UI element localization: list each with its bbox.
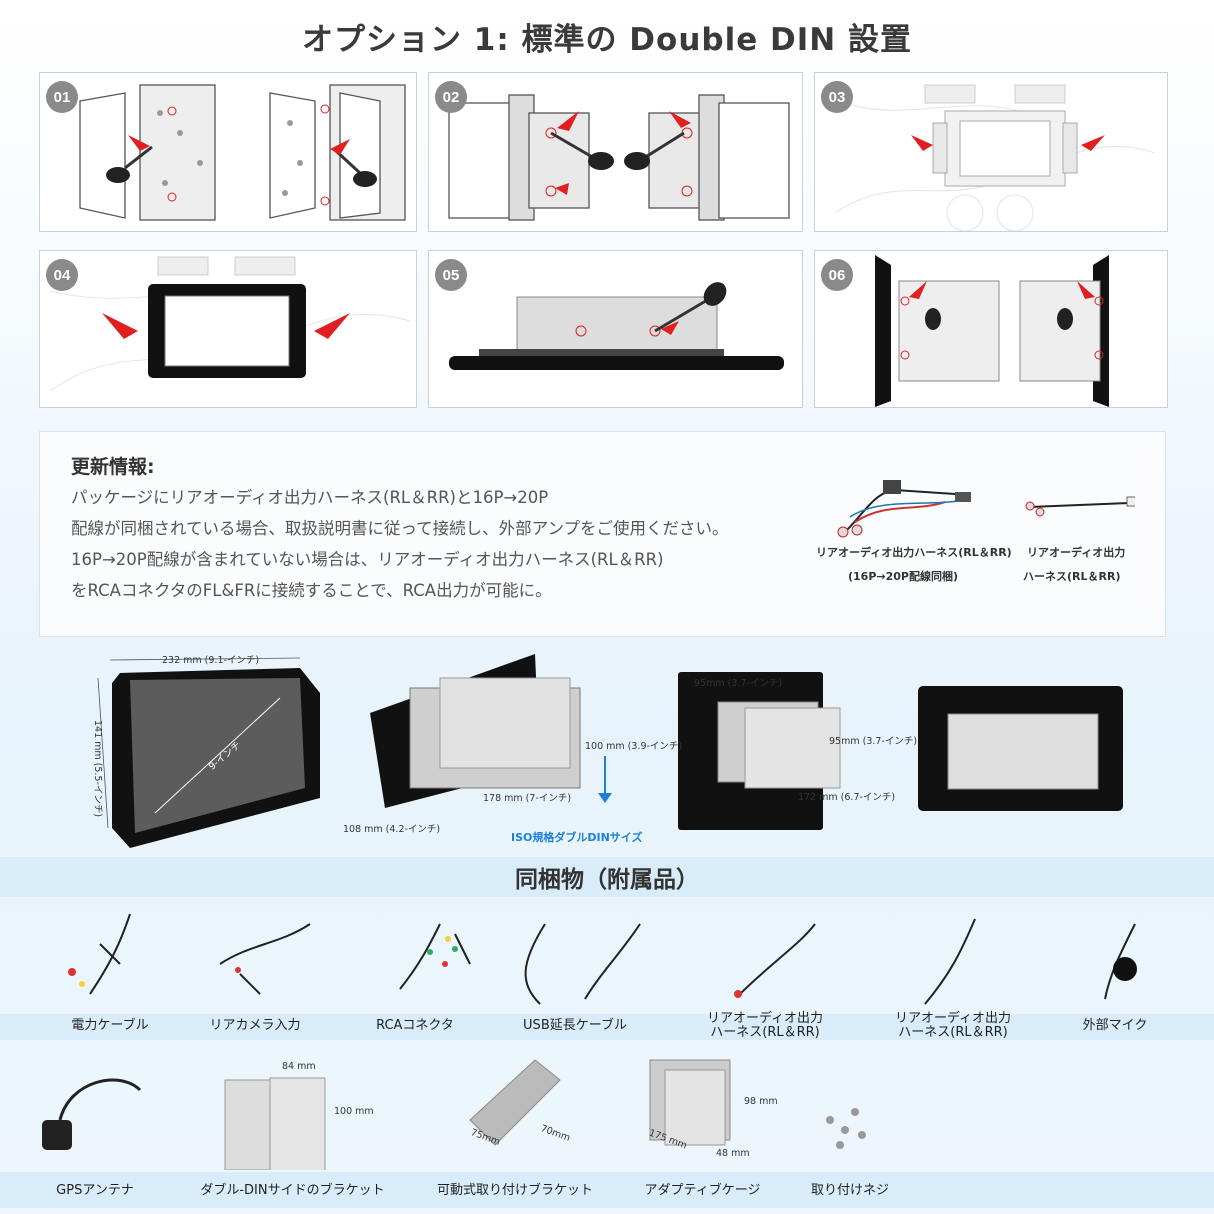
step-number-badge: 04 <box>46 259 78 291</box>
dim-172: 172 mm (6.7-インチ) <box>798 792 896 803</box>
harness-caption-right: リアオーディオ出力 <box>1027 546 1126 559</box>
dim-95-side: 95mm (3.7-インチ) <box>829 736 918 747</box>
accessory-label: 外部マイク <box>1082 1018 1148 1033</box>
step-02-illustration <box>448 94 790 221</box>
step-01-illustration <box>79 84 406 221</box>
dim-100: 100 mm (3.9-インチ) <box>585 741 683 752</box>
step-number-badge: 05 <box>435 259 467 291</box>
accessories-header-band <box>0 857 1214 897</box>
accessory-label: USB延長ケーブル <box>523 1018 627 1033</box>
step-01: 01 <box>39 72 417 232</box>
step-05-illustration <box>449 282 784 370</box>
step-06: 06 <box>814 250 1168 408</box>
step-number-badge: 02 <box>435 81 467 113</box>
page-title: オプション 1: 標準の Double DIN 設置 <box>301 22 913 58</box>
step-03: 03 <box>814 72 1168 232</box>
bracket-100: 100 mm <box>334 1106 374 1117</box>
accessory-label: 電力ケーブル <box>71 1018 149 1033</box>
step-number-badge: 01 <box>46 81 78 113</box>
dim-width: 232 mm (9.1-インチ) <box>162 655 260 666</box>
step-04: 04 <box>39 250 417 408</box>
accessories-row1-images <box>68 913 1137 1005</box>
harness-caption-right-2: ハーネス(RL＆RR) <box>1023 570 1121 583</box>
update-info-heading: 更新情報: <box>71 456 155 478</box>
harness-caption-left-2: (16P→20P配線同梱) <box>848 570 959 583</box>
update-info-line: 配線が同梱されている場合、取扱説明書に従って接続し、外部アンプをご使用ください。 <box>71 519 729 538</box>
accessory-label: RCAコネクタ <box>376 1018 454 1033</box>
accessories-row2-images <box>42 1059 866 1170</box>
step-04-illustration <box>49 256 411 392</box>
accessory-label: 可動式取り付けブラケット <box>436 1183 593 1198</box>
update-info-line: をRCAコネクタのFL&FRに接続することで、RCA出力が可能に。 <box>71 581 552 600</box>
update-info-panel: 更新情報: パッケージにリアオーディオ出力ハーネス(RL＆RR)と16P→20P… <box>39 431 1166 637</box>
accessory-label: 取り付けネジ <box>810 1183 889 1198</box>
harness-images <box>837 480 1135 538</box>
step-03-illustration <box>834 84 1156 231</box>
step-06-illustration <box>875 255 1109 407</box>
dimension-illustrations <box>97 654 1123 848</box>
accessories-row2-band <box>0 1172 1214 1208</box>
bracket-84: 84 mm <box>282 1061 316 1072</box>
accessory-label: リアカメラ入力 <box>209 1018 301 1033</box>
update-info-line: パッケージにリアオーディオ出力ハーネス(RL＆RR)と16P→20P <box>71 488 549 507</box>
accessory-label: ダブル-DINサイドのブラケット <box>200 1183 385 1198</box>
cage-48: 48 mm <box>716 1148 750 1159</box>
cage-98: 98 mm <box>744 1096 778 1107</box>
iso-label: ISO規格ダブルDINサイズ <box>511 831 643 844</box>
step-number-badge: 03 <box>821 81 853 113</box>
accessory-label: アダプティブケージ <box>644 1183 761 1198</box>
accessory-label: リアオーディオ出力 ハーネス(RL＆RR) <box>894 1011 1012 1040</box>
accessories-row1-band <box>0 1014 1214 1040</box>
step-02: 02 <box>428 72 803 232</box>
step-number-badge: 06 <box>821 259 853 291</box>
dim-height: 141 mm (5.5-インチ) <box>92 720 103 818</box>
dim-108: 108 mm (4.2-インチ) <box>343 824 441 835</box>
dim-178: 178 mm (7-インチ) <box>483 793 572 804</box>
accessory-label: GPSアンテナ <box>56 1183 134 1198</box>
update-info-line: 16P→20P配線が含まれていない場合は、リアオーディオ出力ハーネス(RL＆RR… <box>71 550 664 569</box>
accessories-title: 同梱物（附属品） <box>515 867 699 893</box>
dim-95-top: 95mm (3.7-インチ) <box>694 678 783 689</box>
step-05: 05 <box>428 250 803 408</box>
harness-caption-left: リアオーディオ出力ハーネス(RL＆RR) <box>816 546 1012 559</box>
accessory-label: リアオーディオ出力 ハーネス(RL＆RR) <box>706 1011 824 1040</box>
